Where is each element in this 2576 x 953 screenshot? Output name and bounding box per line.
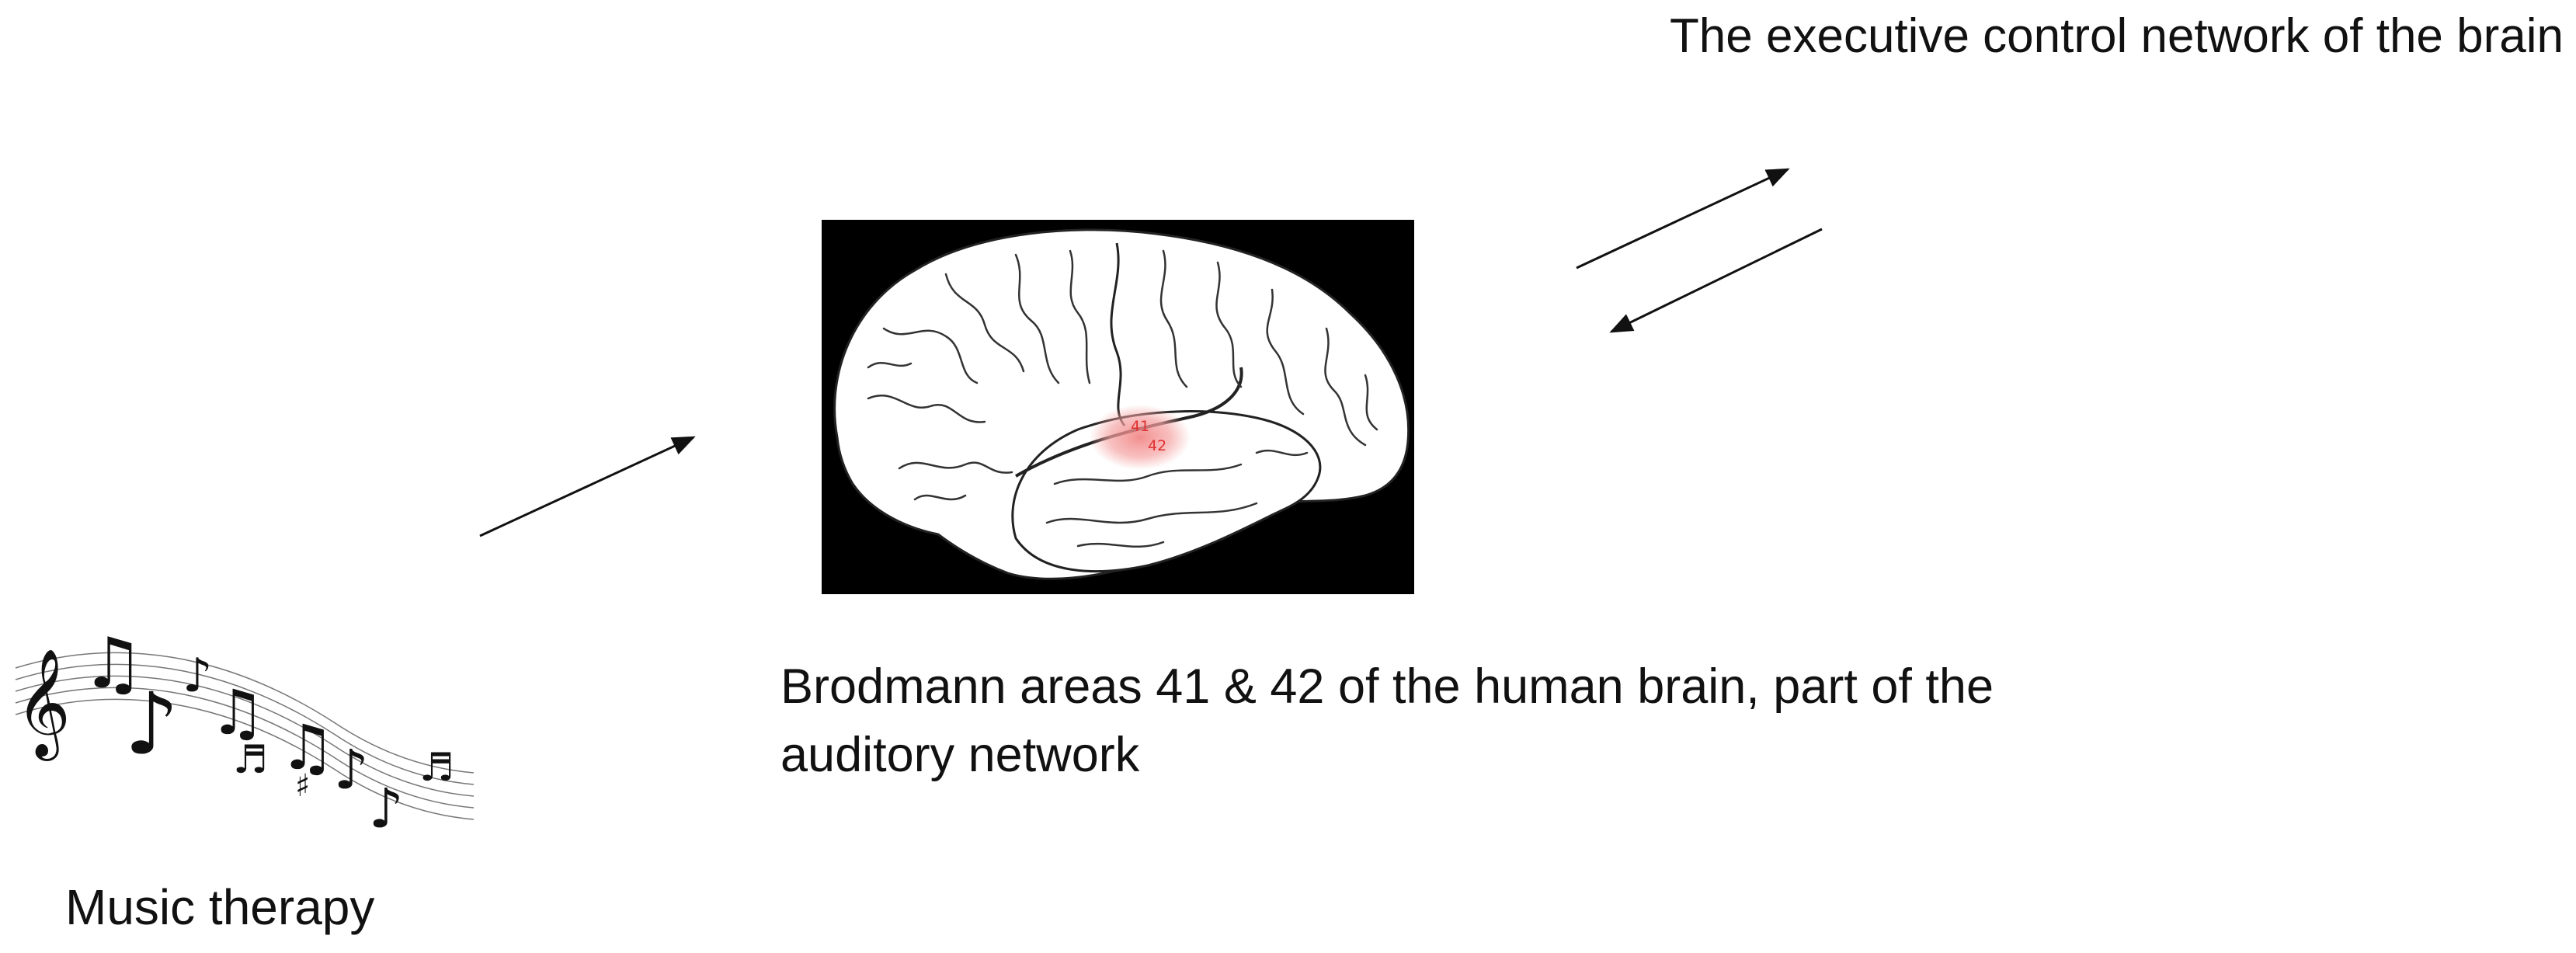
svg-text:♪: ♪ [124, 674, 179, 774]
svg-text:♬: ♬ [419, 745, 454, 790]
area-41-label: 41 [1131, 418, 1149, 435]
svg-text:♪: ♪ [334, 738, 369, 802]
svg-text:♫: ♫ [82, 623, 144, 704]
arrow-ecn-to-brain [1609, 228, 1823, 333]
music-notes-icon: 𝄞 ♫ ♪ ♪ ♫ ♬ ♫ ♯ ♪ ♪ ♬ [15, 623, 475, 840]
svg-text:♯: ♯ [295, 768, 310, 804]
svg-text:♪: ♪ [183, 649, 212, 703]
svg-text:♬: ♬ [233, 737, 268, 782]
brain-illustration: 41 42 [833, 228, 1410, 580]
auditory-highlight [1090, 405, 1191, 470]
treble-clef-icon: 𝄞 [16, 649, 71, 761]
music-therapy-label: Music therapy [65, 879, 375, 935]
brodmann-caption: Brodmann areas 41 & 42 of the human brai… [780, 659, 1994, 783]
svg-text:♪: ♪ [369, 777, 404, 840]
arrow-music-to-brain [479, 436, 696, 537]
svg-text:♫: ♫ [210, 676, 266, 749]
brain-image: 41 42 [822, 220, 1414, 594]
executive-control-network-label: The executive control network of the bra… [1669, 9, 2564, 63]
svg-text:♫: ♫ [280, 711, 335, 784]
arrow-brain-to-ecn [1576, 168, 1790, 270]
area-42-label: 42 [1148, 437, 1166, 454]
